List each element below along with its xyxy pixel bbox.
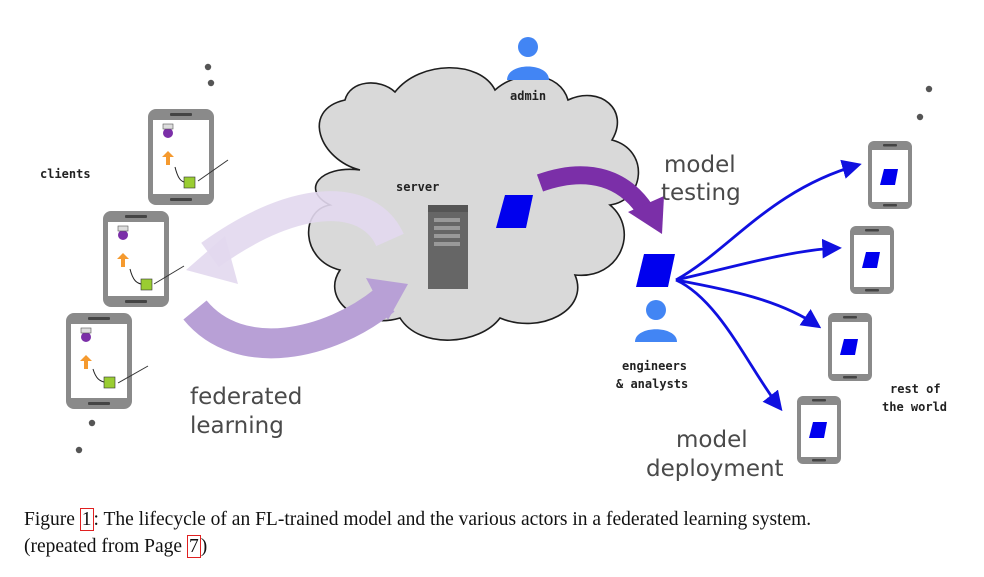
admin-label: admin — [510, 89, 546, 103]
figure-ref-link[interactable]: 1 — [79, 508, 94, 531]
admin-person-icon — [507, 37, 549, 80]
federated-label-line1: federated — [190, 384, 302, 410]
figure-caption: Figure 1: The lifecycle of an FL-trained… — [24, 506, 964, 560]
model-testing-label-line1: model — [664, 152, 736, 178]
caption-line-1: Figure 1: The lifecycle of an FL-trained… — [24, 506, 964, 533]
model-icon — [496, 195, 533, 228]
model-testing-label-line2: testing — [661, 180, 741, 206]
federated-label-line2: learning — [190, 413, 284, 439]
caption-prefix: Figure — [24, 509, 80, 530]
server-label: server — [396, 180, 439, 194]
ellipsis-dots — [75, 63, 933, 454]
tested-model-icon — [636, 254, 675, 287]
server-cloud — [307, 66, 640, 341]
deployment-arrows — [675, 159, 862, 412]
caption-line2-prefix: (repeated from Page — [24, 536, 187, 557]
rest-label-line2: the world — [882, 400, 947, 414]
page-ref-link[interactable]: 7 — [186, 535, 201, 558]
fl-lifecycle-diagram: server admin engineers & analysts — [40, 37, 947, 482]
world-phones — [797, 141, 912, 464]
caption-line2-suffix: ) — [200, 536, 208, 557]
client-phones — [66, 109, 229, 409]
engineers-label-line1: engineers — [622, 359, 687, 373]
caption-text: : The lifecycle of an FL-trained model a… — [93, 509, 812, 530]
server-icon — [428, 205, 468, 289]
caption-line-2: (repeated from Page 7) — [24, 533, 964, 560]
deployment-label-line2: deployment — [646, 456, 784, 482]
engineers-person-icon — [635, 300, 677, 342]
rest-label-line1: rest of — [890, 382, 941, 396]
model-testing-arrow — [536, 166, 664, 234]
clients-label: clients — [40, 167, 91, 181]
deployment-label-line1: model — [676, 427, 748, 453]
engineers-label-line2: & analysts — [616, 377, 688, 391]
federated-learning-arrows — [183, 191, 408, 359]
